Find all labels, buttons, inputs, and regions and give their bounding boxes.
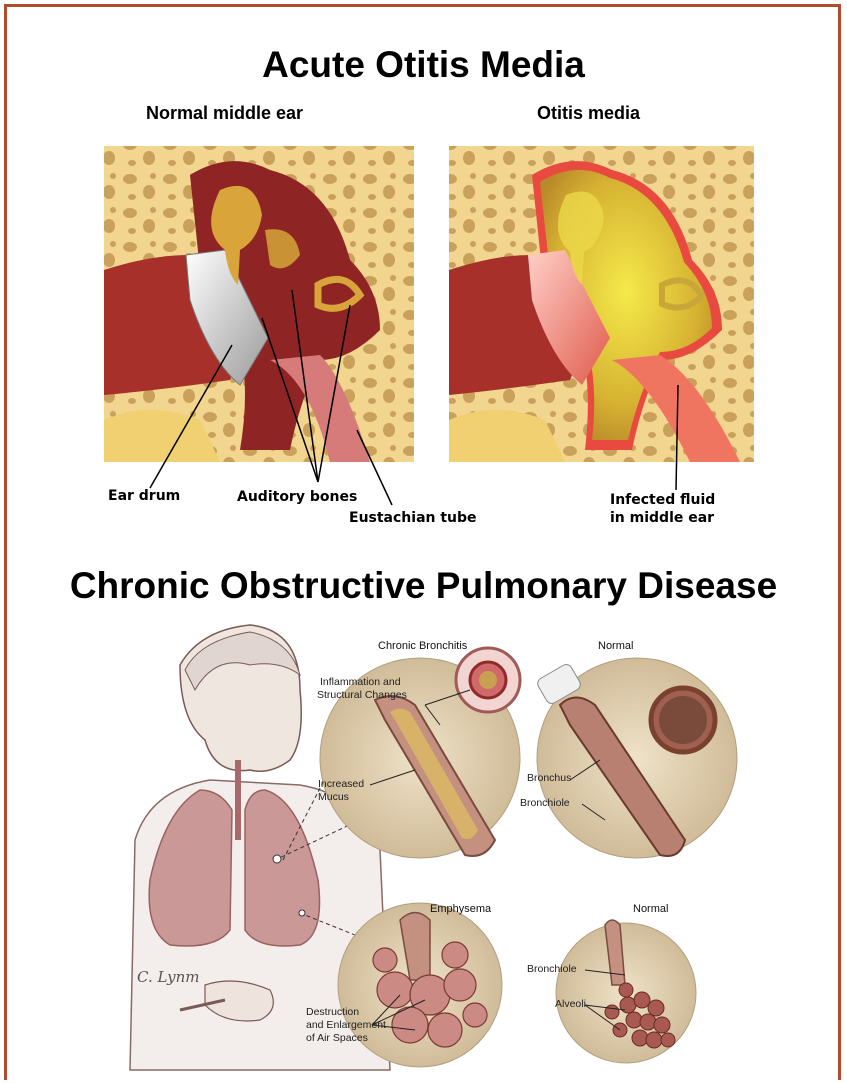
label-destruction-2: and Enlargement: [306, 1019, 386, 1031]
label-inflammation-2: Structural Changes: [317, 689, 407, 701]
label-normal-top: Normal: [598, 640, 633, 652]
label-chronic-bronchitis: Chronic Bronchitis: [378, 640, 467, 652]
label-inflammation-1: Inflammation and: [320, 676, 401, 688]
label-mucus-2: Mucus: [318, 791, 349, 803]
label-infected-fluid-2: in middle ear: [610, 510, 714, 526]
label-bronchiole-top: Bronchiole: [520, 797, 570, 809]
label-normal-bottom: Normal: [633, 903, 668, 915]
otitis-ear-illustration: [449, 146, 754, 490]
label-bronchiole-bottom: Bronchiole: [527, 963, 577, 975]
label-ear-drum: Ear drum: [108, 488, 180, 504]
title-copd: Chronic Obstructive Pulmonary Disease: [0, 565, 847, 607]
label-bronchus: Bronchus: [527, 772, 571, 784]
copd-illustration: [130, 625, 737, 1070]
label-mucus-1: Increased: [318, 778, 364, 790]
label-destruction-1: Destruction: [306, 1006, 359, 1018]
artist-signature: C. Lynm: [137, 968, 200, 986]
label-auditory-bones: Auditory bones: [237, 489, 357, 505]
label-emphysema: Emphysema: [430, 903, 491, 915]
label-eustachian-tube: Eustachian tube: [349, 510, 477, 526]
normal-ear-illustration: [104, 146, 414, 505]
label-infected-fluid-1: Infected fluid: [610, 492, 715, 508]
label-alveoli: Alveoli: [555, 998, 586, 1010]
label-destruction-3: of Air Spaces: [306, 1032, 368, 1044]
